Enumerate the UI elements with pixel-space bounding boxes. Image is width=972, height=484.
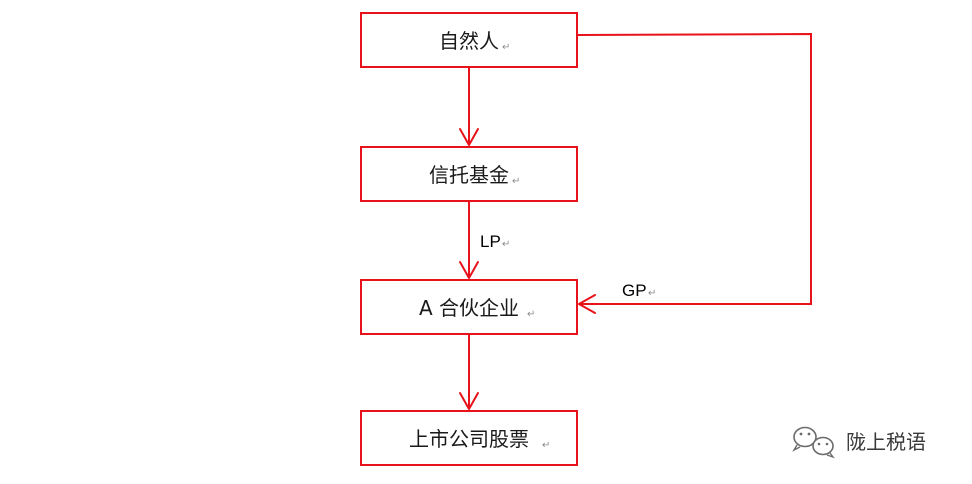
lp-label: LP [480,232,501,251]
edge-person-to-partnership: GP ↵ [576,32,812,314]
arrowhead-icon [578,294,596,314]
watermark-text: 陇上税语 [846,430,926,454]
natural-person-label: 自然人 [439,29,499,53]
watermark: 陇上税语 [792,426,926,459]
arrowhead-icon [459,261,479,279]
arrowhead-icon [459,128,479,146]
arrowhead-icon [459,392,479,410]
trust-fund-box [360,146,578,202]
connector-line [576,32,812,305]
edge-partnership-to-shares [459,334,479,410]
listed-shares-box [360,410,578,466]
listed-shares-label: 上市公司股票 [409,427,529,451]
edge-trust-to-partnership: LP ↵ [459,201,510,279]
gp-label: GP [622,281,647,300]
partnership-a-node: A 合伙企业 ↵ [360,279,578,335]
natural-person-box [360,12,578,68]
paragraph-mark-icon: ↵ [542,440,550,451]
paragraph-mark-icon: ↵ [527,309,535,320]
wechat-icon [792,426,835,459]
paragraph-mark-icon: ↵ [502,239,510,250]
paragraph-mark-icon: ↵ [502,42,510,53]
natural-person-node: 自然人 ↵ [360,12,578,68]
partnership-a-label: A 合伙企业 [419,296,519,320]
paragraph-mark-icon: ↵ [512,176,520,187]
edge-person-to-trust [459,67,479,146]
paragraph-mark-icon: ↵ [648,288,656,299]
trust-fund-node: 信托基金 ↵ [360,146,578,202]
listed-shares-node: 上市公司股票 ↵ [360,410,578,466]
trust-fund-label: 信托基金 [429,163,509,187]
